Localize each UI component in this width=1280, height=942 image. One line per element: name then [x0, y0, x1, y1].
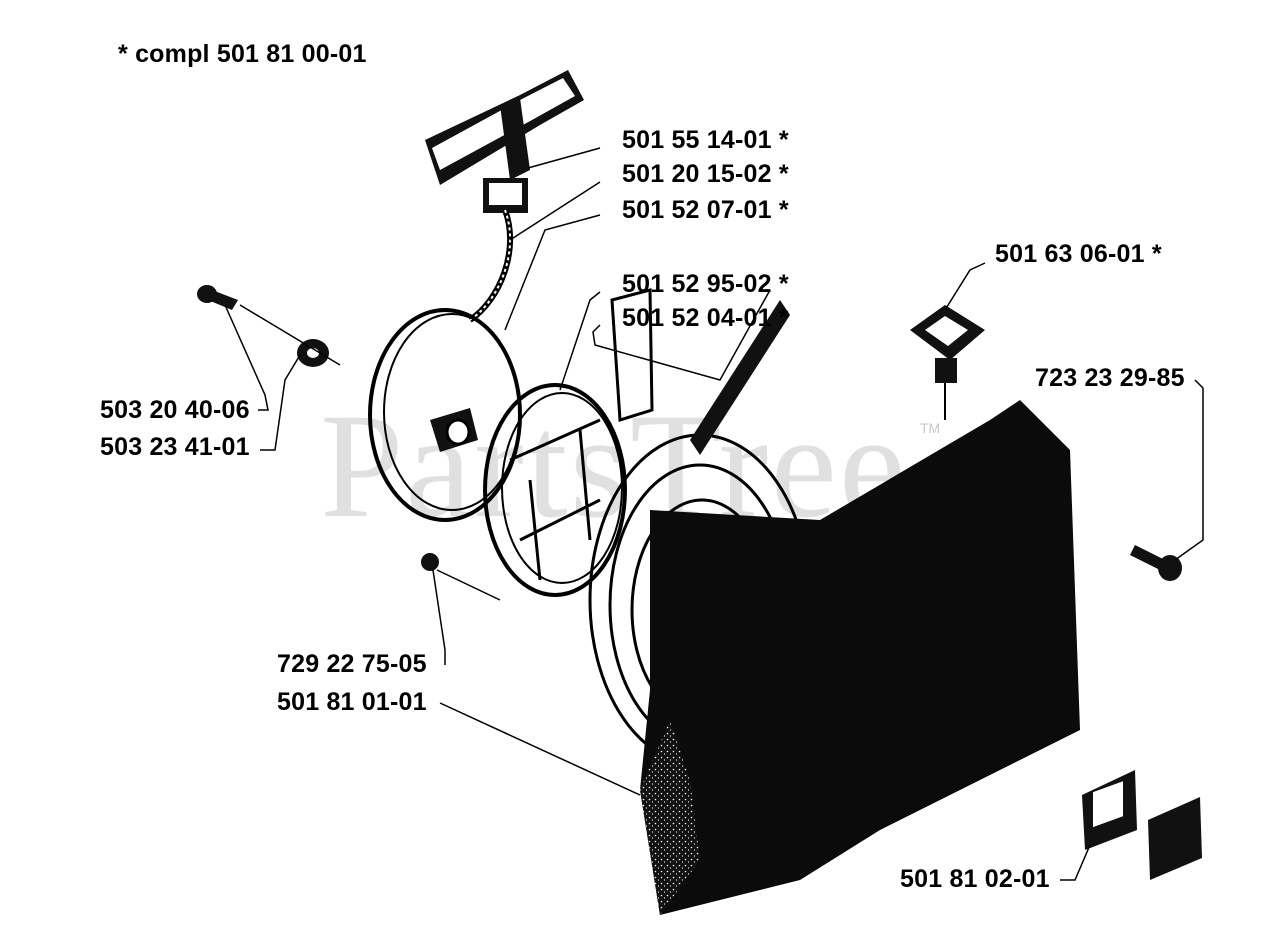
part-label-screw-right: 723 23 29-85 [1035, 364, 1185, 392]
part-label-grommet: 501 63 06-01 * [995, 240, 1162, 268]
decal-2 [1148, 797, 1202, 880]
part-label-spring: 501 52 04-01 * [622, 304, 789, 332]
starter-handle [425, 70, 584, 213]
washer [297, 339, 329, 367]
starter-cover [640, 400, 1080, 915]
part-label-screw-left: 503 20 40-06 [100, 396, 250, 424]
part-label-decal: 501 81 02-01 [900, 865, 1050, 893]
rope-pulley [368, 308, 522, 522]
screw-right [1130, 545, 1182, 581]
leader-lines [224, 147, 1204, 881]
part-label-rope: 501 52 07-01 * [622, 196, 789, 224]
part-label-cover: 501 81 01-01 [277, 688, 427, 716]
part-label-pulley: 501 52 95-02 * [622, 270, 789, 298]
decal-1 [1082, 770, 1137, 850]
complete-assembly-note: * compl 501 81 00-01 [118, 40, 367, 68]
watermark-trademark: TM [920, 420, 941, 436]
spring-cassette [483, 288, 654, 597]
starter-rope [468, 208, 514, 323]
screw-small [421, 553, 439, 571]
screw-left [197, 285, 238, 310]
part-label-rope-guide: 501 20 15-02 * [622, 160, 789, 188]
part-label-handle: 501 55 14-01 * [622, 126, 789, 154]
part-label-washer: 503 23 41-01 [100, 433, 250, 461]
part-label-screw-small: 729 22 75-05 [277, 650, 427, 678]
grommet [910, 305, 985, 420]
